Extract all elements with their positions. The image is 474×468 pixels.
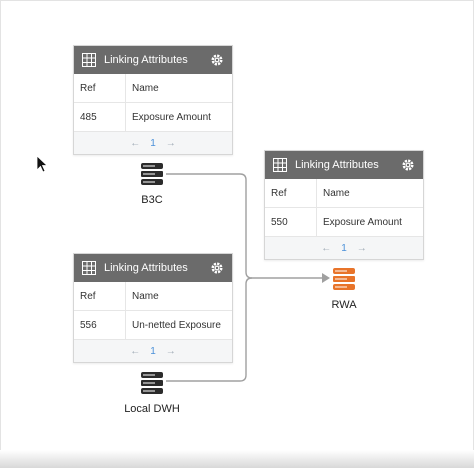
card-header: Linking Attributes (74, 46, 232, 74)
cell-ref: 550 (265, 208, 317, 236)
cell-name: Un-netted Exposure (132, 319, 221, 331)
node-rwa[interactable]: RWA (316, 268, 372, 311)
node-b3c[interactable]: B3C (124, 163, 180, 206)
pagination: ← 1 → (74, 132, 232, 154)
card-header: Linking Attributes (74, 254, 232, 282)
next-page-button[interactable]: → (165, 345, 176, 357)
card-title: Linking Attributes (104, 262, 188, 274)
cell-name: Exposure Amount (132, 111, 211, 123)
bottom-edge (0, 450, 474, 468)
node-label: RWA (331, 299, 357, 311)
col-header-ref: Ref (74, 282, 126, 310)
cell-ref: 556 (74, 311, 126, 339)
page-number[interactable]: 1 (341, 242, 347, 254)
linking-attributes-card-b3c: Linking Attributes Ref Name 485 Exposure… (73, 45, 233, 155)
card-title: Linking Attributes (295, 159, 379, 171)
database-icon (316, 268, 372, 293)
linking-attributes-card-rwa: Linking Attributes Ref Name 550 Exposure… (264, 150, 424, 260)
table-grid-icon (82, 261, 96, 275)
node-local-dwh[interactable]: Local DWH (112, 372, 192, 415)
pagination: ← 1 → (265, 237, 423, 259)
prev-page-button[interactable]: ← (130, 345, 141, 357)
page-number[interactable]: 1 (150, 137, 156, 149)
mouse-pointer-icon (36, 155, 49, 178)
gear-icon[interactable] (401, 158, 415, 172)
next-page-button[interactable]: → (165, 137, 176, 149)
table-grid-icon (82, 53, 96, 67)
database-icon (124, 163, 180, 188)
cell-ref: 485 (74, 103, 126, 131)
database-icon (112, 372, 192, 397)
col-header-name: Name (323, 187, 350, 199)
next-page-button[interactable]: → (356, 242, 367, 254)
card-title: Linking Attributes (104, 54, 188, 66)
page-number[interactable]: 1 (150, 345, 156, 357)
table-row[interactable]: 556 Un-netted Exposure (74, 311, 232, 340)
gear-icon[interactable] (210, 53, 224, 67)
col-header-ref: Ref (265, 179, 317, 207)
prev-page-button[interactable]: ← (321, 242, 332, 254)
gear-icon[interactable] (210, 261, 224, 275)
table-grid-icon (273, 158, 287, 172)
table-header-row: Ref Name (74, 74, 232, 103)
prev-page-button[interactable]: ← (130, 137, 141, 149)
node-label: B3C (141, 194, 163, 206)
table-row[interactable]: 550 Exposure Amount (265, 208, 423, 237)
table-row[interactable]: 485 Exposure Amount (74, 103, 232, 132)
col-header-ref: Ref (74, 74, 126, 102)
pagination: ← 1 → (74, 340, 232, 362)
cell-name: Exposure Amount (323, 216, 402, 228)
col-header-name: Name (132, 290, 159, 302)
table-header-row: Ref Name (265, 179, 423, 208)
card-header: Linking Attributes (265, 151, 423, 179)
linking-attributes-card-local-dwh: Linking Attributes Ref Name 556 Un-nette… (73, 253, 233, 363)
col-header-name: Name (132, 82, 159, 94)
table-header-row: Ref Name (74, 282, 232, 311)
node-label: Local DWH (124, 403, 180, 415)
